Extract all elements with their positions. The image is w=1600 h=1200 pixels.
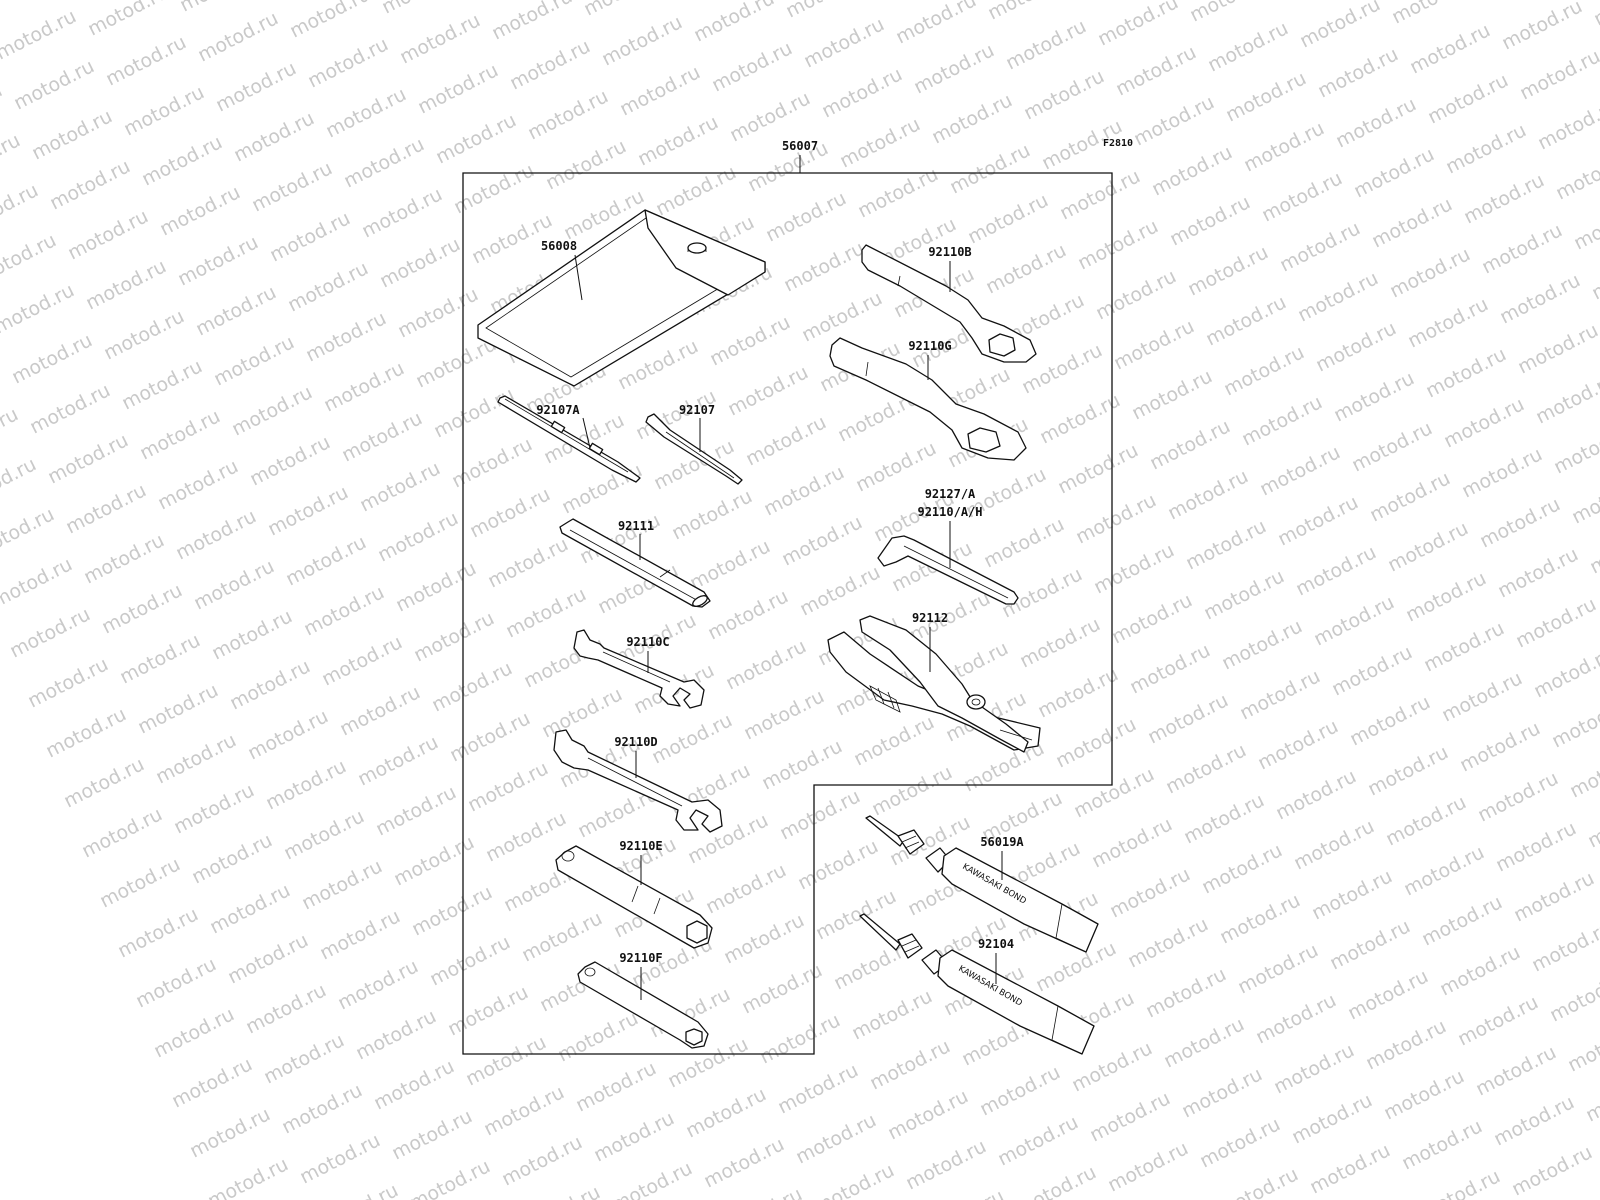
part-label-handle: 92111 (618, 519, 654, 533)
kit-part-number: 56007 (782, 139, 818, 153)
open-wrench-small: 92110C (573, 629, 705, 709)
box-socket-large: 92110E (555, 839, 713, 949)
part-label-pliers: 92112 (912, 611, 948, 625)
kit-boundary (462, 172, 1113, 1055)
bond-tube-a: KAWASAKI BOND 56019A (865, 815, 1099, 953)
part-label-wrench-d: 92110D (614, 735, 657, 749)
part-label-bond: 92104 (978, 937, 1014, 951)
part-label-screwdriver: 92107 (679, 403, 715, 417)
open-wrench-large: 92110D (553, 729, 723, 833)
part-label-socket-f: 92110F (619, 951, 662, 965)
part-label-ring-wrench-b: 92110B (928, 245, 971, 259)
part-label-pouch: 56008 (541, 239, 577, 253)
box-socket-small: 92110F (577, 951, 709, 1049)
screwdriver-single: 92107 (645, 403, 743, 485)
figure-code: F2810 (1103, 138, 1133, 149)
ring-wrench-small: 92110B (861, 244, 1037, 363)
ring-wrench-large: 92110G (829, 337, 1027, 461)
pliers: 92112 (827, 611, 1041, 753)
part-label-screwdriver-a: 92107A (536, 403, 580, 417)
part-label-bond-a: 56019A (980, 835, 1024, 849)
tool-pouch: 56008 (477, 209, 766, 387)
screwdriver-double: 92107A (497, 395, 641, 483)
extension-handle: 92111 (559, 518, 711, 608)
part-label-wrench-c: 92110C (626, 635, 669, 649)
watermark-text: motod.ru (1590, 0, 1600, 30)
part-label-ring-wrench-g: 92110G (908, 339, 951, 353)
part-label-hex-key-2: 92110/A/H (917, 505, 982, 519)
part-label-hex-key: 92127/A (925, 487, 976, 501)
part-label-socket-e: 92110E (619, 839, 662, 853)
hex-key: 92127/A 92110/A/H (877, 487, 1019, 605)
